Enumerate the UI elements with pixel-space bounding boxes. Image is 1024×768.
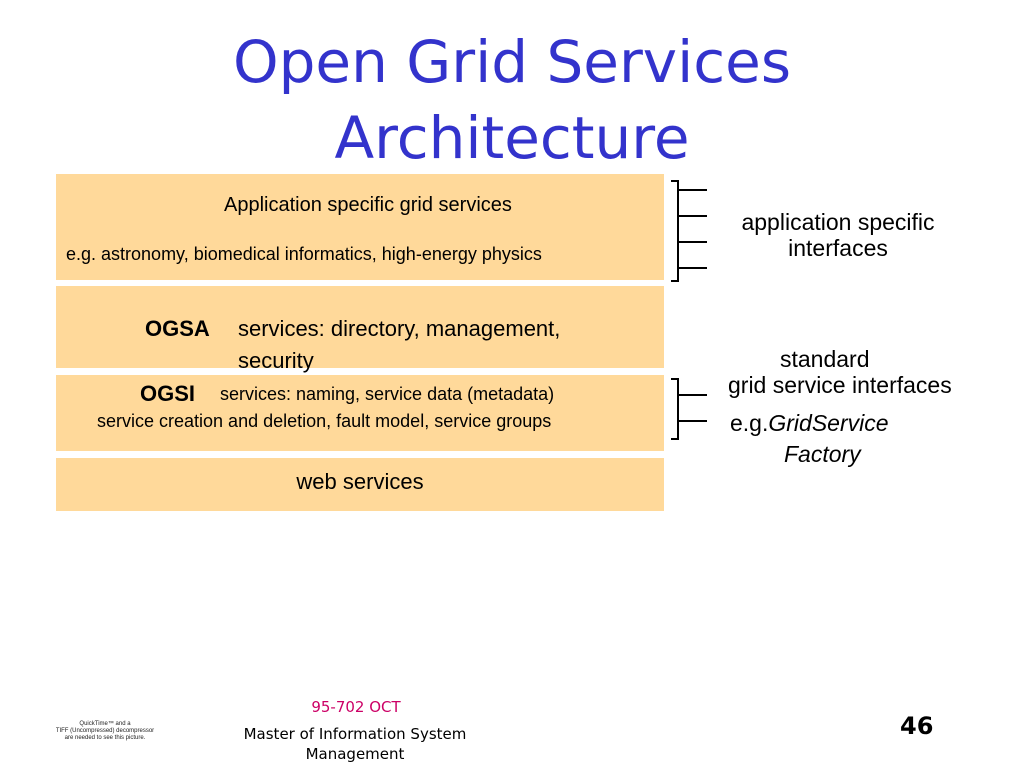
program-name-line1: Master of Information System: [243, 725, 467, 743]
interface-tick: [679, 189, 707, 191]
standard-interfaces-bracket: [671, 378, 679, 440]
interface-tick: [679, 420, 707, 422]
application-interfaces-note: application specific interfaces: [718, 209, 958, 261]
slide-title-line2: Architecture: [334, 104, 690, 172]
quicktime-line2: TIFF (Uncompressed) decompressor: [55, 728, 155, 734]
interface-tick: [679, 241, 707, 243]
ogsa-description-line2: security: [238, 348, 314, 373]
course-code: 95-702 OCT: [311, 698, 401, 716]
standard-label: standard: [780, 346, 870, 372]
ogsi-layer: OGSI services: naming, service data (met…: [56, 375, 664, 451]
quicktime-line3: are needed to see this picture.: [64, 735, 146, 741]
application-interfaces-line2: interfaces: [788, 235, 888, 261]
quicktime-line1: QuickTime™ and a: [79, 721, 131, 727]
example-line: e.g.GridService: [730, 410, 889, 437]
application-interfaces-bracket: [671, 180, 679, 282]
ogsi-description-line1: services: naming, service data (metadata…: [220, 384, 555, 404]
web-services-layer: web services: [56, 458, 664, 511]
application-layer: Application specific grid services e.g. …: [56, 174, 664, 280]
grid-service-interfaces-label: grid service interfaces: [728, 372, 952, 398]
quicktime-placeholder: QuickTime™ and a TIFF (Uncompressed) dec…: [40, 721, 170, 742]
interface-tick: [679, 267, 707, 269]
example-prefix: e.g.: [730, 410, 769, 436]
ogsa-description-line1: services: directory, management,: [238, 316, 561, 341]
ogsa-layer: OGSA services: directory, management,: [56, 286, 664, 368]
program-name: Master of Information System Management: [210, 724, 500, 764]
web-services-label: web services: [296, 469, 424, 494]
slide-title-line1: Open Grid Services: [232, 28, 792, 96]
ogsi-label: OGSI: [140, 381, 196, 406]
program-name-line2: Management: [305, 745, 405, 763]
application-layer-examples: e.g. astronomy, biomedical informatics, …: [66, 244, 542, 264]
application-layer-heading: Application specific grid services: [224, 194, 512, 216]
interface-tick: [679, 215, 707, 217]
ogsi-description-line2: service creation and deletion, fault mod…: [97, 411, 552, 431]
application-interfaces-line1: application specific: [741, 209, 935, 235]
ogsa-label: OGSA: [145, 316, 210, 341]
example-factory: Factory: [784, 441, 861, 467]
example-gridservice: GridService: [768, 410, 889, 436]
interface-tick: [679, 394, 707, 396]
page-number: 46: [900, 712, 934, 740]
